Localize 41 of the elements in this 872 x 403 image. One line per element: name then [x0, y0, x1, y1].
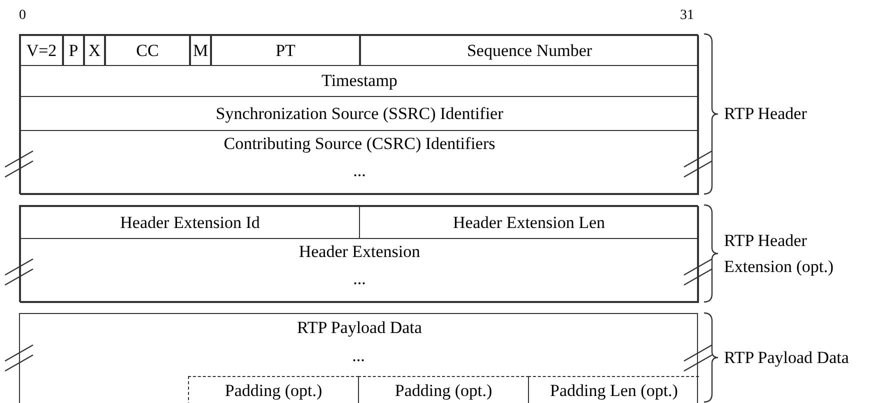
field-box [63, 35, 84, 66]
field-box [360, 35, 699, 66]
field-label: Synchronization Source (SSRC) Identifier [214, 104, 504, 124]
section-label: RTP Header Extension (opt.) [724, 230, 835, 278]
ellipsis-text: ... [352, 269, 367, 289]
field-label: Padding (opt.) [224, 381, 324, 401]
field-label: Padding Len (opt.) [549, 381, 679, 401]
field-label: X [87, 40, 102, 60]
field-box [20, 130, 699, 195]
ellipsis-text: ... [351, 346, 366, 366]
field-box [84, 35, 105, 66]
section-label: RTP Header [724, 103, 808, 125]
field-label: Timestamp [320, 71, 398, 91]
field-label: P [68, 40, 80, 60]
field-box [211, 35, 360, 66]
field-box [20, 206, 360, 239]
packet-section [19, 205, 698, 302]
bit-number: 0 [19, 8, 26, 24]
field-box [20, 96, 699, 131]
field-label: PT [274, 40, 296, 60]
field-label: Header Extension Len [452, 212, 606, 232]
packet-section [19, 313, 698, 403]
field-box [105, 35, 190, 66]
field-label: V=2 [25, 40, 58, 60]
packet-section [19, 34, 698, 194]
section-label: RTP Payload Data [724, 346, 849, 369]
field-label: Header Extension Id [119, 212, 261, 232]
field-label: Padding (opt.) [394, 381, 494, 401]
field-box [20, 65, 699, 97]
field-label: CC [135, 40, 160, 60]
field-label: Contributing Source (CSRC) Identifiers [222, 134, 496, 154]
ellipsis-text: ... [352, 161, 367, 181]
field-box [190, 35, 211, 66]
field-box [359, 206, 699, 239]
field-label: Sequence Number [466, 40, 594, 60]
bit-number: 31 [680, 8, 694, 24]
field-label: RTP Payload Data [296, 318, 423, 338]
field-label: Header Extension [298, 242, 422, 262]
field-box [20, 238, 699, 303]
field-box [20, 35, 63, 66]
field-label: M [192, 40, 210, 60]
